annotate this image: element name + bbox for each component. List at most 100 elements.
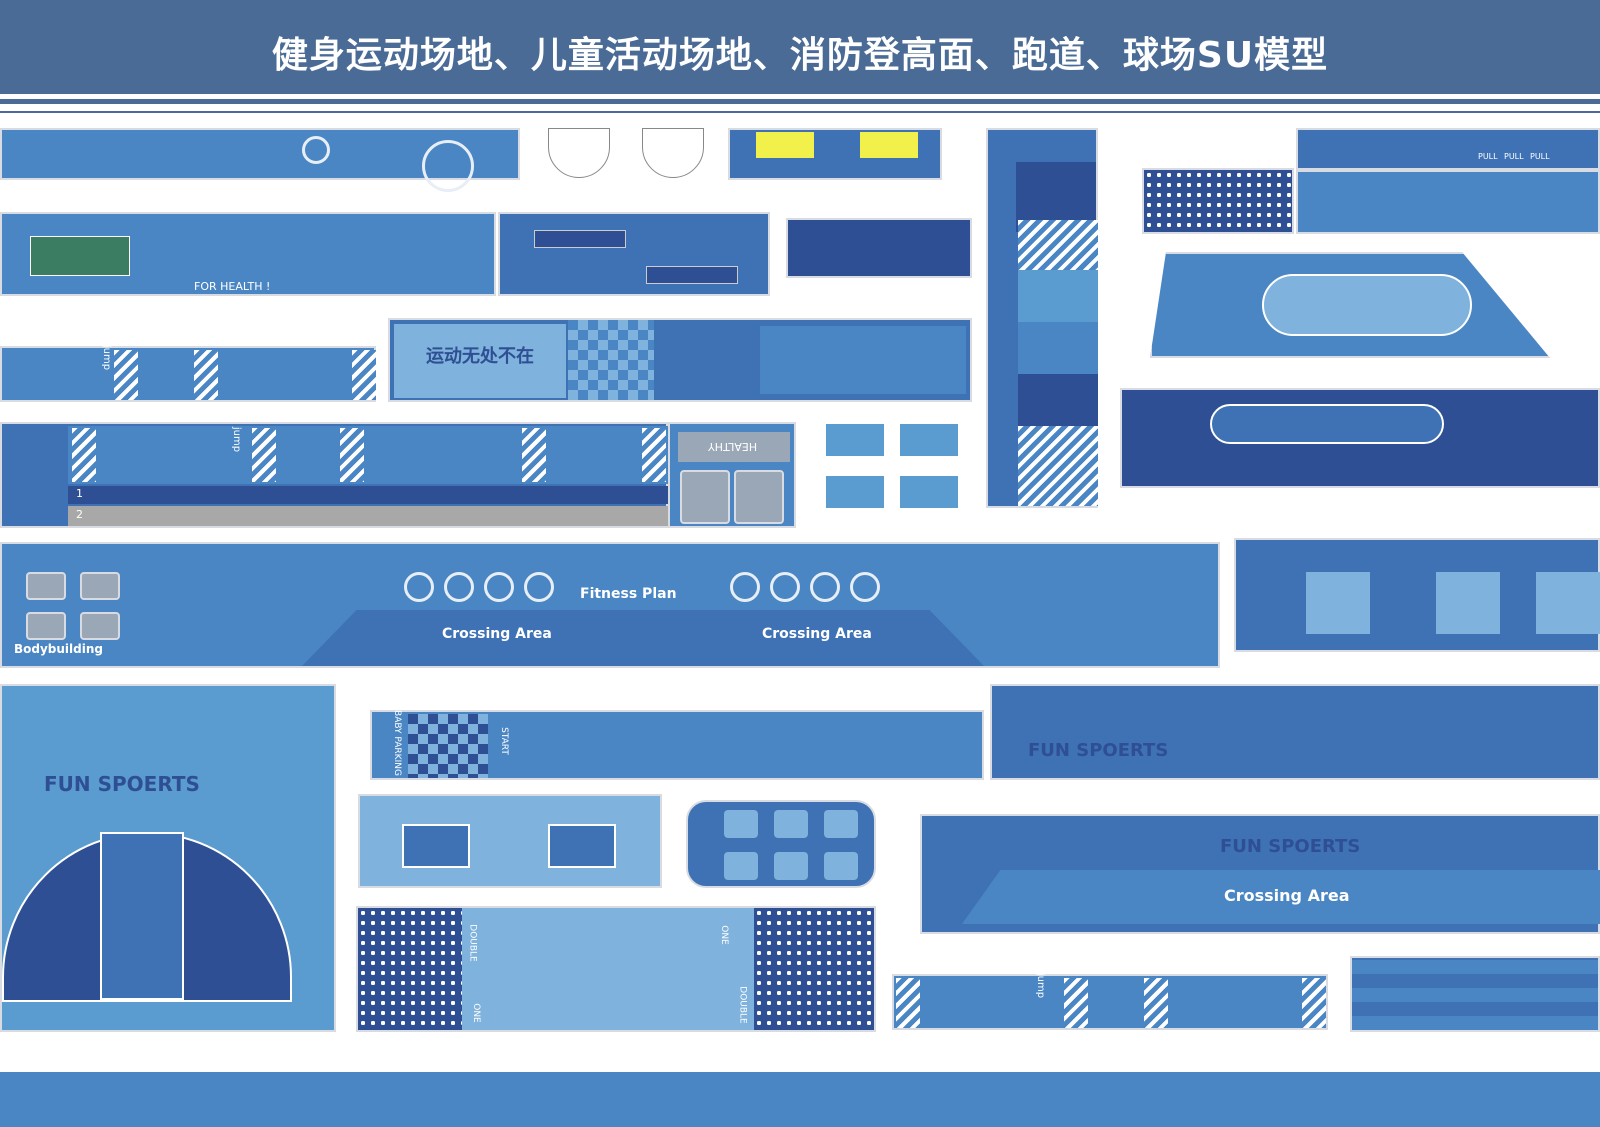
slogan-strip: 运动无处不在 xyxy=(388,318,972,402)
court-strip-top xyxy=(0,128,520,192)
oval-hopscotch-panel xyxy=(1120,388,1600,488)
stripe-block xyxy=(1018,220,1098,270)
ring-marking xyxy=(850,572,880,602)
ring-marking xyxy=(524,572,554,602)
page-title: 健身运动场地、儿童活动场地、消防登高面、跑道、球场SU模型 xyxy=(271,35,1329,76)
crossing-area-label: Crossing Area xyxy=(1224,886,1350,905)
pad xyxy=(26,612,66,640)
stripe-block xyxy=(1064,978,1088,1028)
equipment-row-panel xyxy=(1234,538,1600,652)
checker-block xyxy=(568,320,654,400)
tile xyxy=(824,810,858,838)
pull-strip: PULL PULL PULL xyxy=(1296,128,1600,170)
stripe-block xyxy=(194,350,218,400)
agility-strip xyxy=(728,128,942,180)
yellow-box xyxy=(756,132,814,158)
fun-sports-label: FUN SPOERTS xyxy=(1220,836,1361,857)
tile xyxy=(1436,572,1500,634)
dot-panel xyxy=(1142,168,1294,234)
jump-strip-right: jump xyxy=(892,973,1328,1030)
oval-track xyxy=(1210,404,1444,444)
exercise-guide-board xyxy=(786,218,972,278)
crossing-band: Crossing Area Crossing Area xyxy=(302,610,984,666)
stripe-block xyxy=(896,978,920,1028)
tile xyxy=(724,852,758,880)
stripe-block xyxy=(252,428,276,482)
ladder-strip xyxy=(498,212,770,296)
baby-parking-strip: BABY PARKING START xyxy=(370,710,984,780)
healthy-label: HEALTHY xyxy=(708,440,758,453)
fitness-plan-strip: Bodybuilding Fitness Plan Crossing Area … xyxy=(0,542,1220,668)
one-label: ONE xyxy=(718,925,729,945)
stripe-block xyxy=(114,350,138,400)
double-label: DOUBLE xyxy=(467,924,478,962)
checker-block xyxy=(408,714,488,778)
track-lane-2: 2 xyxy=(68,506,668,526)
dumbbell-panel xyxy=(686,800,876,888)
mini-court xyxy=(824,474,886,510)
pad xyxy=(80,612,120,640)
stripe-block xyxy=(340,428,364,482)
ring-marking xyxy=(404,572,434,602)
equipment-strip xyxy=(1296,170,1600,234)
crossing-area-label: Crossing Area xyxy=(442,626,552,642)
lane-number: 2 xyxy=(76,508,83,521)
pull-label: PULL xyxy=(1504,152,1524,161)
oval-track xyxy=(1262,274,1472,336)
pad xyxy=(680,470,730,524)
ring-marking xyxy=(444,572,474,602)
pad xyxy=(80,572,120,600)
hopscotch-strip: FOR HEALTH ! xyxy=(0,212,496,296)
healthy-panel: HEALTHY xyxy=(668,422,796,528)
tile xyxy=(824,852,858,880)
basketball-court: FUN SPOERTS xyxy=(0,684,336,1032)
key-lane xyxy=(100,832,184,1000)
slogan-label: 运动无处不在 xyxy=(426,346,534,367)
header-rule xyxy=(0,99,1600,104)
bottom-band xyxy=(0,1072,1600,1127)
lane-block xyxy=(1018,270,1098,322)
badminton-court: DOUBLE ONE ONE DOUBLE xyxy=(356,906,876,1032)
mini-court xyxy=(548,824,616,868)
lane-block xyxy=(1018,374,1098,426)
header-rule-thin xyxy=(0,111,1600,113)
mini-court xyxy=(402,824,470,868)
page-header: 健身运动场地、儿童活动场地、消防登高面、跑道、球场SU模型 xyxy=(0,0,1600,94)
baby-parking-label: BABY PARKING xyxy=(391,710,402,776)
ring-marking xyxy=(770,572,800,602)
stripe-block xyxy=(522,428,546,482)
umbrella-right xyxy=(642,128,704,178)
ring-marking xyxy=(484,572,514,602)
stripe-block xyxy=(352,350,376,400)
lane-strip: jump 1 2 xyxy=(0,422,668,528)
dot-panel xyxy=(358,908,462,1030)
double-court-panel xyxy=(358,794,662,888)
tile xyxy=(724,810,758,838)
dot-panel xyxy=(754,908,874,1030)
double-label: DOUBLE xyxy=(737,986,748,1024)
hopscotch-grid xyxy=(30,236,130,276)
pull-label: PULL xyxy=(1530,152,1550,161)
for-health-label: FOR HEALTH ! xyxy=(194,280,271,293)
jump-label: jump xyxy=(101,344,113,371)
crossing-area-panel: FUN SPOERTS Crossing Area xyxy=(920,814,1600,934)
jump-tower xyxy=(986,128,1098,508)
jump-area: jump xyxy=(68,426,668,484)
tile xyxy=(1536,572,1600,634)
jump-label: jump xyxy=(231,426,243,453)
pull-label: PULL xyxy=(1478,152,1498,161)
lane-number: 1 xyxy=(76,487,83,500)
crossing-area-label: Crossing Area xyxy=(762,626,872,642)
crossing-band: Crossing Area xyxy=(962,870,1600,924)
stripe-block xyxy=(642,428,666,482)
bodybuilding-label: Bodybuilding xyxy=(14,642,103,656)
pad xyxy=(734,470,784,524)
ring-marking xyxy=(730,572,760,602)
one-label: ONE xyxy=(470,1003,481,1023)
tile xyxy=(774,810,808,838)
stripe-block xyxy=(1018,426,1098,506)
pad xyxy=(26,572,66,600)
track-lane-1: 1 xyxy=(68,486,668,504)
fun-sports-label: FUN SPOERTS xyxy=(44,772,200,796)
ring-marking xyxy=(810,572,840,602)
